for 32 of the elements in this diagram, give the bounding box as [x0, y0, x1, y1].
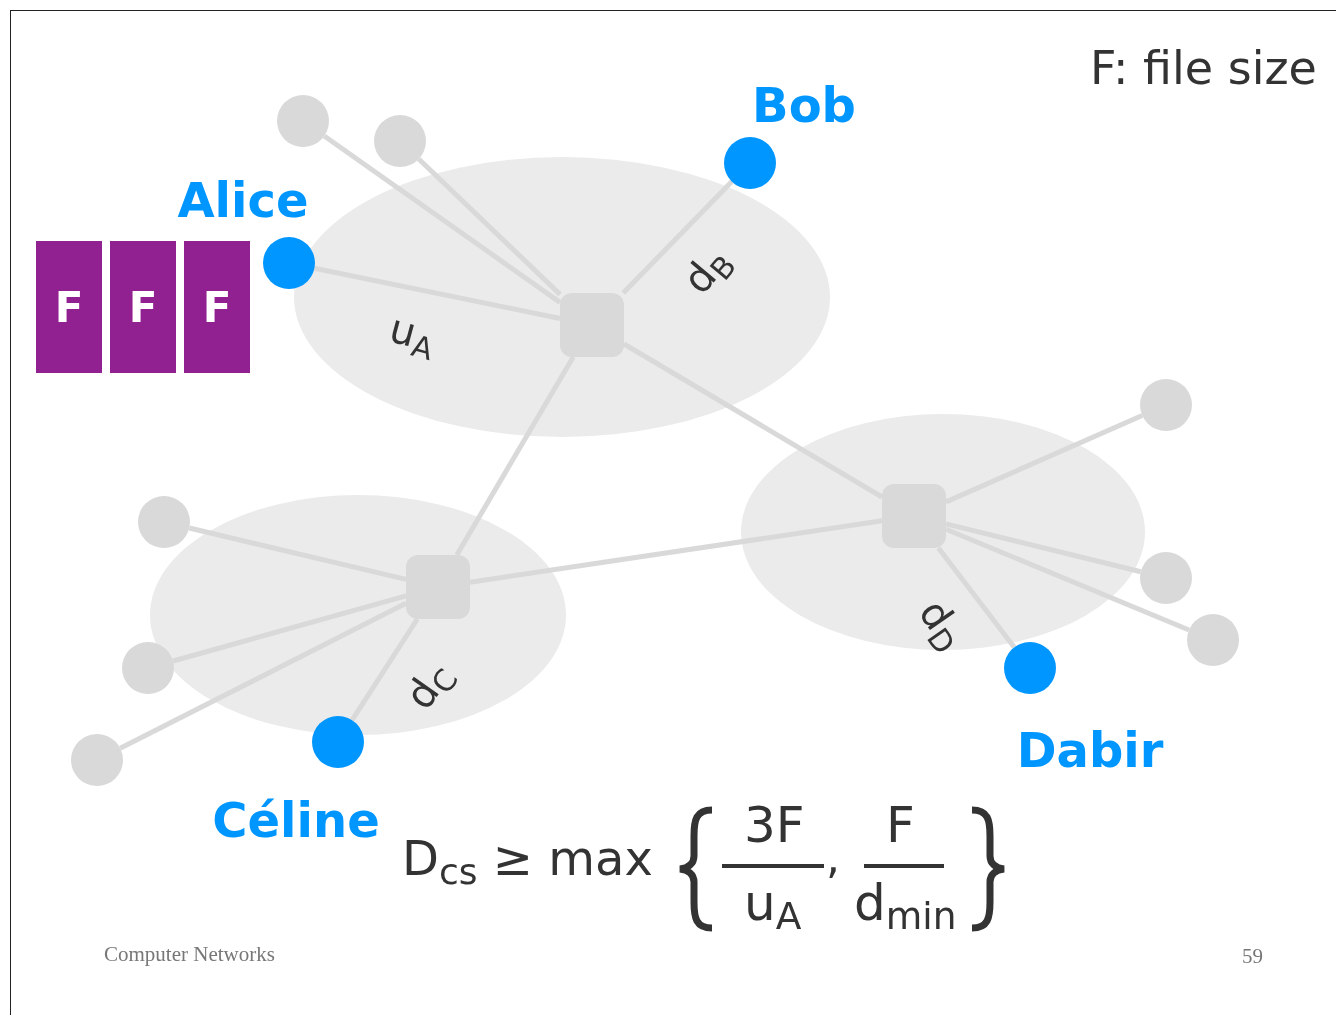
- file-label: F: [128, 281, 158, 334]
- link-line: [322, 133, 562, 305]
- text-label: 3F: [744, 800, 805, 850]
- link-line: [417, 157, 562, 297]
- link-line: [945, 521, 1142, 575]
- file-block: [184, 241, 250, 373]
- text-label: d$_{min}$: [854, 878, 957, 928]
- link-line: [313, 265, 561, 321]
- link-line: [622, 341, 884, 500]
- link-line: [119, 601, 408, 751]
- text-label: ,: [826, 836, 840, 880]
- file-block: [110, 241, 176, 373]
- host-name: Alice: [177, 171, 309, 230]
- text-label: F: file size: [1090, 45, 1317, 91]
- link-line: [945, 413, 1144, 505]
- link-line: [621, 179, 734, 295]
- file-label: F: [54, 281, 84, 334]
- link-line: [469, 518, 883, 585]
- link-line: [945, 526, 1190, 633]
- text-label: F: [886, 800, 915, 850]
- host-name: Bob: [752, 76, 856, 135]
- link-line: [350, 617, 420, 722]
- link-line: [188, 525, 407, 582]
- link-line: [454, 355, 576, 557]
- host-name: Céline: [212, 791, 380, 850]
- link-line: [936, 546, 1017, 649]
- text-label: u$_{A}$: [744, 878, 802, 928]
- text-label: 59: [1242, 946, 1263, 967]
- host-name: Dabir: [1016, 721, 1164, 780]
- file-block: [36, 241, 102, 373]
- file-label: F: [202, 281, 232, 334]
- text-label: Computer Networks: [104, 944, 275, 965]
